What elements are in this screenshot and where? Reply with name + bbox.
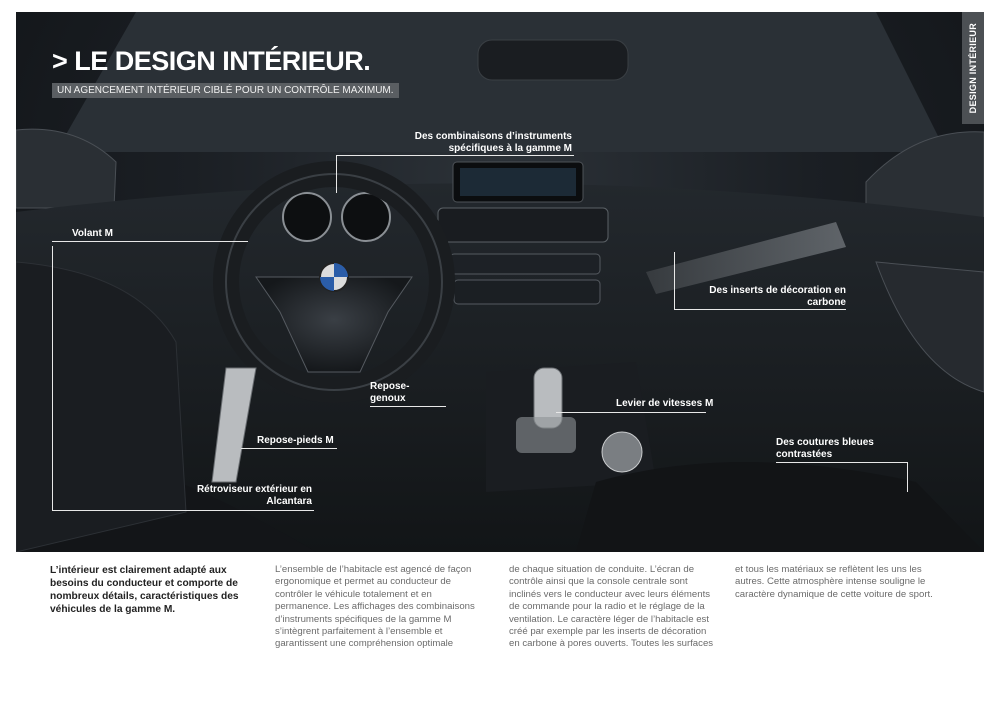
page-title: > LE DESIGN INTÉRIEUR.: [52, 46, 371, 76]
interior-photo: DESIGN INTÉRIEUR > LE DESIGN INTÉRIEUR. …: [16, 12, 984, 552]
callout-line: [52, 510, 314, 511]
callout-retroviseur: Rétroviseur extérieur en Alcantara: [196, 484, 312, 507]
body-column-1: L’ensemble de l’habitacle est agencé de …: [275, 564, 475, 650]
intro-paragraph: L’intérieur est clairement adapté aux be…: [50, 565, 239, 615]
callout-line: [336, 155, 337, 193]
page-subtitle: UN AGENCEMENT INTÉRIEUR CIBLÉ POUR UN CO…: [52, 83, 399, 98]
callout-carbone: Des inserts de décoration en carbone: [709, 285, 846, 308]
body-column-3: et tous les matériaux se reflètent les u…: [735, 564, 933, 600]
callout-line: [336, 155, 574, 156]
callout-instruments: Des combinaisons d’instruments spécifiqu…: [414, 131, 572, 154]
callout-line: [674, 309, 846, 310]
section-tab: DESIGN INTÉRIEUR: [962, 12, 984, 124]
callout-line: [907, 462, 908, 492]
callout-levier: Levier de vitesses M: [616, 398, 714, 409]
callout-line: [241, 448, 337, 449]
section-tab-label: DESIGN INTÉRIEUR: [968, 22, 978, 114]
callout-line: [370, 406, 446, 407]
callout-volant: Volant M: [72, 228, 113, 239]
car-interior-illustration: [16, 12, 984, 552]
body-column-2: de chaque situation de conduite. L’écran…: [509, 564, 714, 650]
callout-repose-genoux: Repose-genoux: [370, 381, 410, 404]
callout-line: [52, 246, 53, 510]
callout-coutures: Des coutures bleues contrastées: [776, 437, 874, 460]
callout-line: [556, 412, 706, 413]
callout-repose-pieds: Repose-pieds M: [257, 435, 334, 446]
callout-line: [776, 462, 908, 463]
callout-line: [674, 252, 675, 309]
callout-line: [52, 241, 248, 242]
